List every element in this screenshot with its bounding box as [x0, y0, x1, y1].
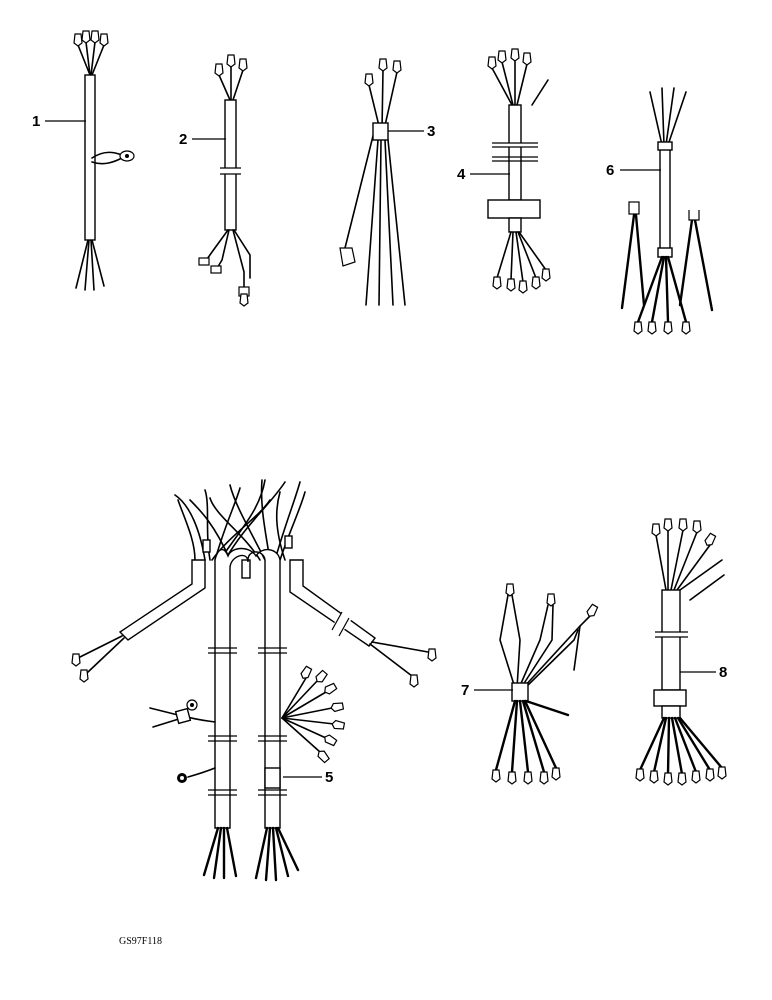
- harness-3: [339, 58, 406, 306]
- figure-code: GS97F118: [119, 936, 162, 947]
- callout-8: 8: [719, 664, 727, 681]
- callout-1: 1: [32, 113, 40, 130]
- harness-7: [491, 583, 600, 785]
- harness-4: [487, 48, 551, 294]
- callout-2: 2: [179, 131, 187, 148]
- callout-3: 3: [427, 123, 435, 140]
- harness-6: [620, 87, 714, 335]
- harness-1: [73, 30, 135, 291]
- harness-8: [635, 518, 727, 786]
- callout-4: 4: [457, 166, 466, 183]
- callout-6: 6: [606, 162, 614, 179]
- callout-7: 7: [461, 682, 469, 699]
- harness-2: [198, 54, 251, 307]
- harness-5: [71, 479, 437, 882]
- callout-5: 5: [325, 769, 333, 786]
